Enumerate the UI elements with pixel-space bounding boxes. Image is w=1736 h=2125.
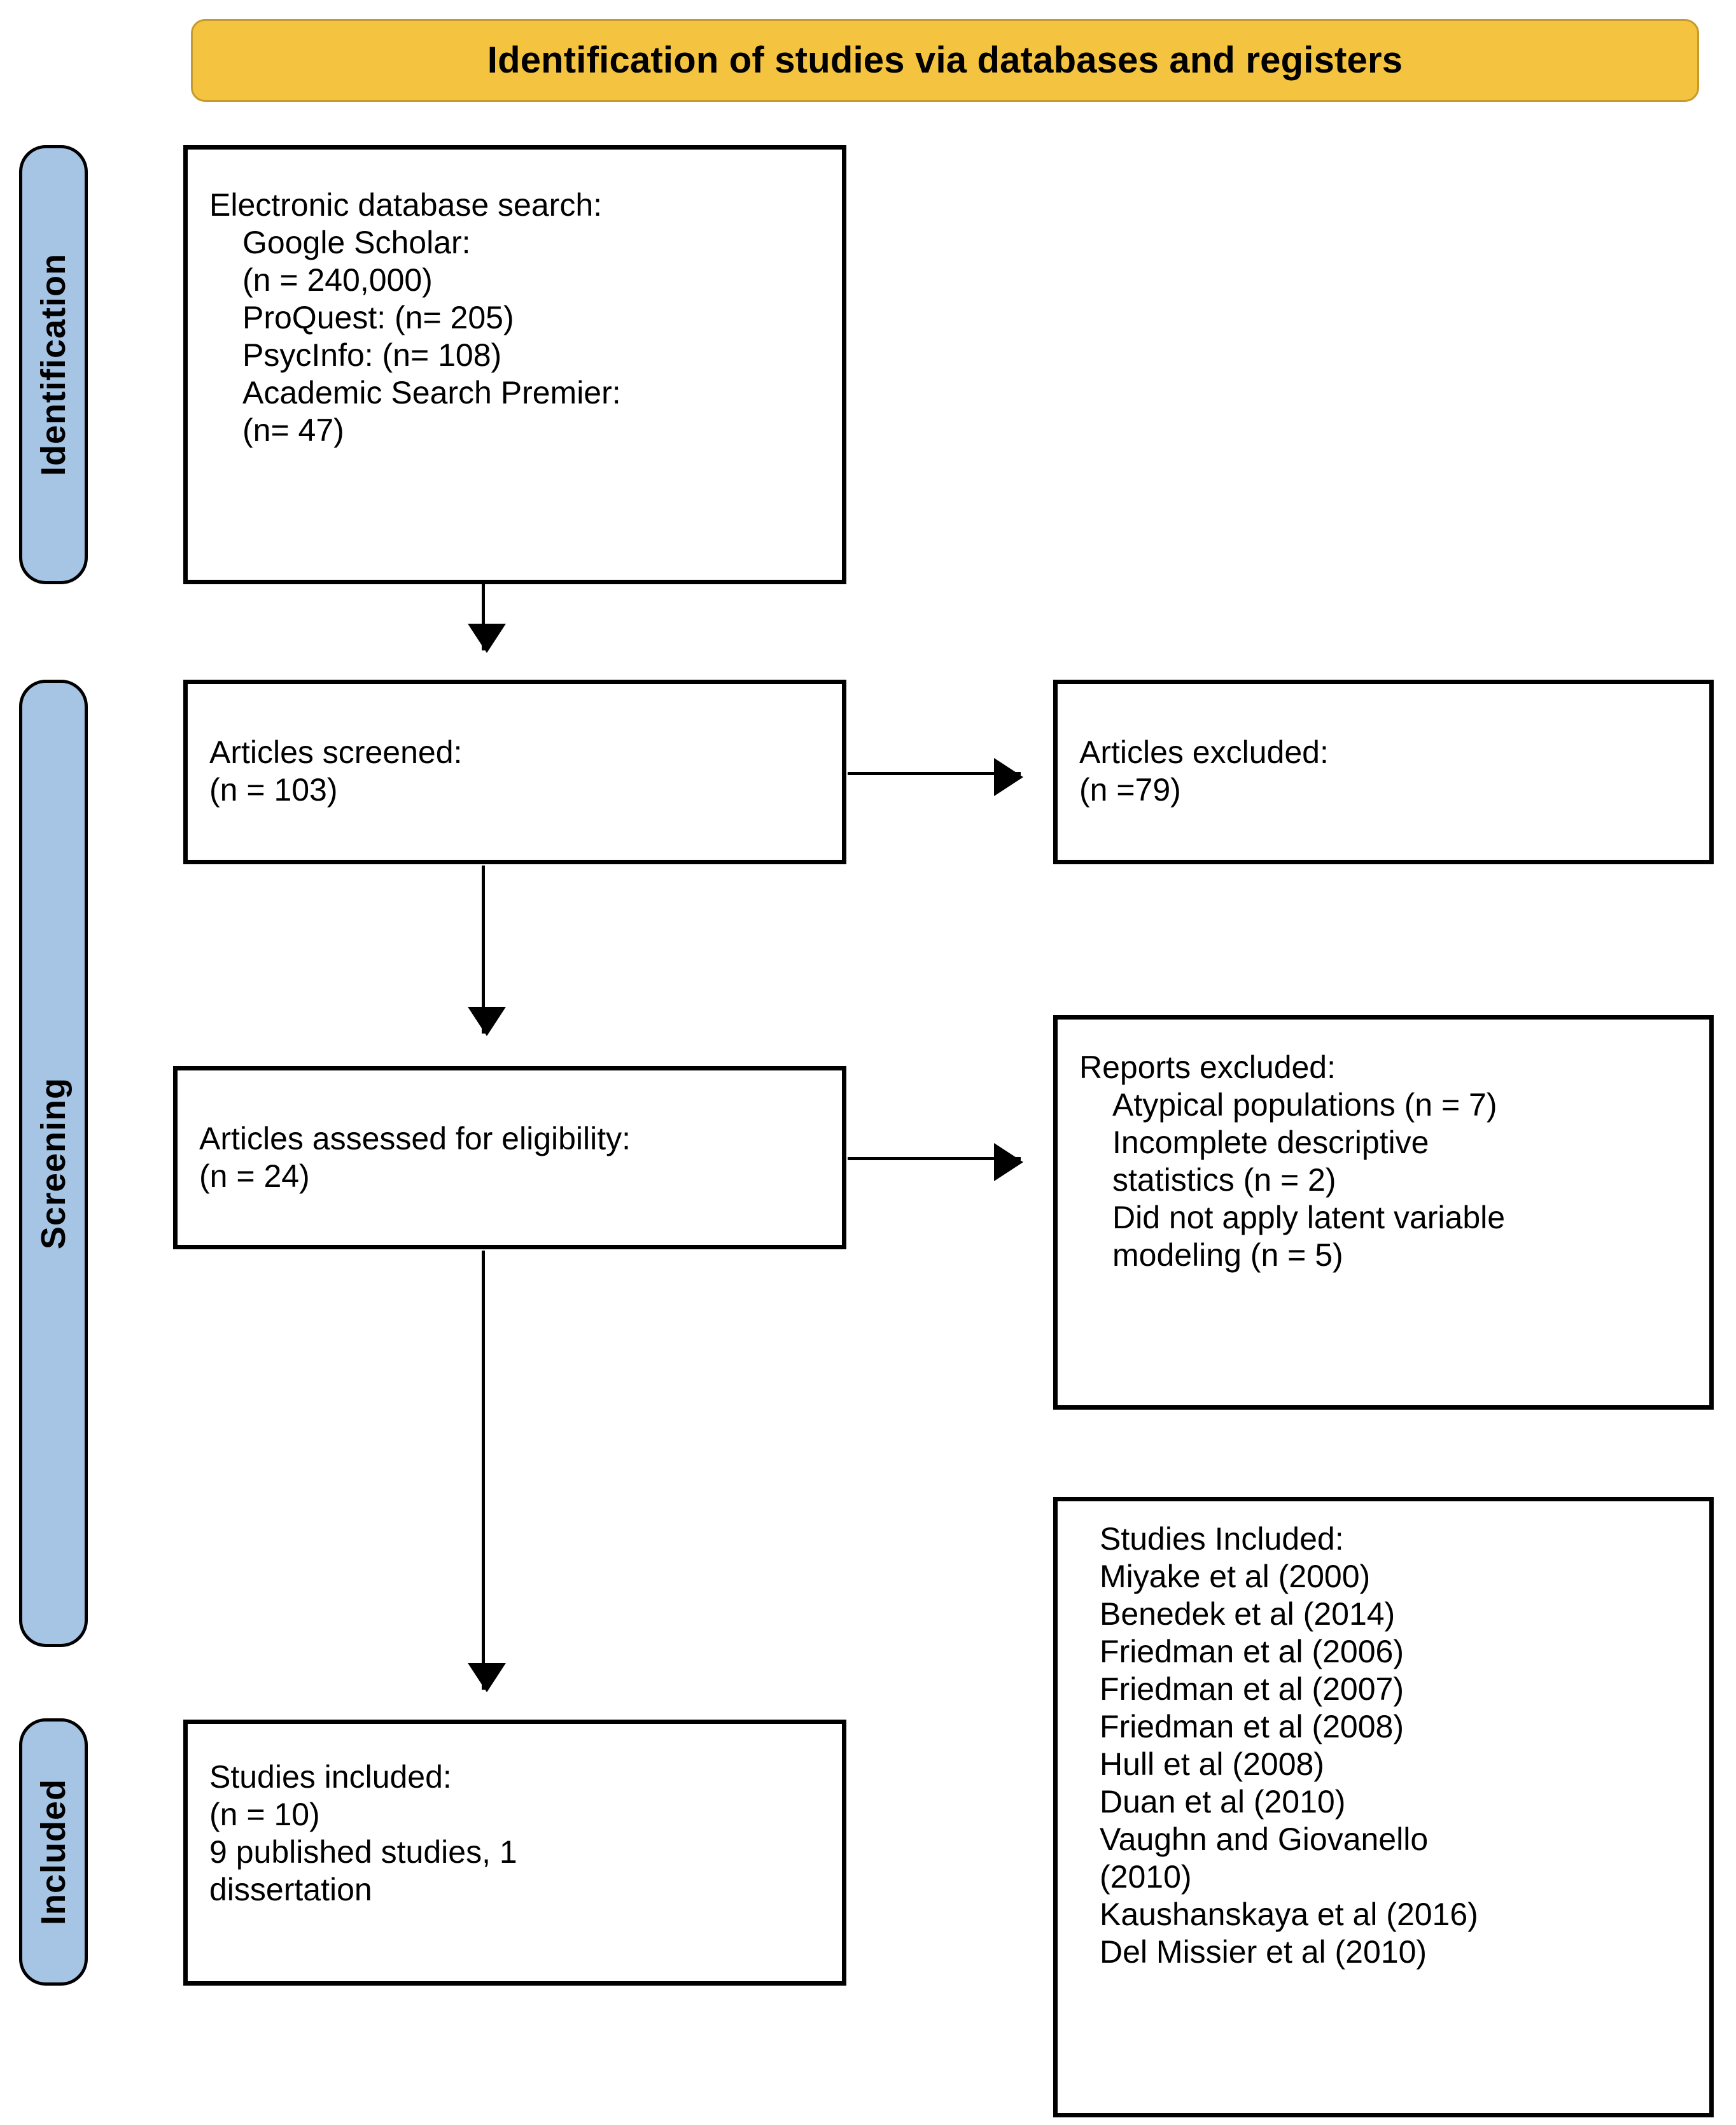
list-item: Friedman et al (2006)	[1100, 1634, 1404, 1669]
box-line: (n = 10)	[209, 1797, 320, 1832]
box-line: Articles screened:	[209, 734, 463, 770]
box-line: modeling (n = 5)	[1112, 1237, 1343, 1273]
list-item: Friedman et al (2008)	[1100, 1709, 1404, 1744]
arrow-screened-to-excluded	[848, 758, 1023, 796]
arrow-eligibility-to-reports-excluded	[848, 1143, 1023, 1181]
header-banner: Identification of studies via databases …	[191, 19, 1699, 102]
box-line: ProQuest: (n= 205)	[242, 300, 514, 335]
box-line: Google Scholar:	[242, 225, 471, 260]
page-title: Identification of studies via databases …	[487, 39, 1403, 81]
box-electronic-database-search: Electronic database search: Google Schol…	[183, 145, 846, 584]
box-line: dissertation	[209, 1872, 372, 1907]
stage-label-identification: Identification	[19, 145, 88, 584]
stage-label-included-text: Included	[34, 1778, 73, 1925]
box-line: Electronic database search:	[209, 187, 603, 223]
box-line: Did not apply latent variable	[1112, 1200, 1506, 1235]
arrow-search-to-screened	[468, 584, 506, 653]
list-item: Hull et al (2008)	[1100, 1746, 1324, 1782]
box-line: (n = 103)	[209, 772, 338, 808]
box-line: Academic Search Premier:	[242, 375, 621, 410]
box-articles-assessed-for-eligibility: Articles assessed for eligibility: (n = …	[173, 1066, 846, 1249]
box-line: (n = 24)	[199, 1158, 310, 1194]
box-line: PsycInfo: (n= 108)	[242, 337, 502, 373]
stage-label-screening-text: Screening	[34, 1077, 73, 1250]
list-item: Del Missier et al (2010)	[1100, 1934, 1427, 1970]
box-line: Studies included:	[209, 1759, 452, 1795]
box-studies-included-list: Studies Included: Miyake et al (2000) Be…	[1053, 1497, 1714, 2117]
arrow-screened-to-eligibility	[468, 866, 506, 1036]
list-item: Benedek et al (2014)	[1100, 1596, 1396, 1632]
box-studies-included-summary: Studies included: (n = 10) 9 published s…	[183, 1720, 846, 1986]
box-line: Articles excluded:	[1079, 734, 1329, 770]
list-item: (2010)	[1100, 1859, 1192, 1895]
box-articles-screened: Articles screened: (n = 103)	[183, 680, 846, 864]
stage-label-screening: Screening	[19, 680, 88, 1647]
box-line: (n =79)	[1079, 772, 1181, 808]
box-line: (n= 47)	[242, 412, 344, 448]
box-line: statistics (n = 2)	[1112, 1162, 1336, 1198]
box-line: (n = 240,000)	[242, 262, 433, 298]
box-line: 9 published studies, 1	[209, 1834, 517, 1870]
list-item: Friedman et al (2007)	[1100, 1671, 1404, 1707]
box-articles-excluded: Articles excluded: (n =79)	[1053, 680, 1714, 864]
stage-label-identification-text: Identification	[34, 253, 73, 476]
studies-list-heading: Studies Included:	[1100, 1521, 1344, 1557]
box-line: Atypical populations (n = 7)	[1112, 1087, 1497, 1123]
list-item: Miyake et al (2000)	[1100, 1559, 1371, 1594]
box-line: Reports excluded:	[1079, 1049, 1336, 1085]
box-line: Incomplete descriptive	[1112, 1125, 1429, 1160]
arrow-eligibility-to-included	[468, 1251, 506, 1692]
box-reports-excluded: Reports excluded: Atypical populations (…	[1053, 1015, 1714, 1410]
list-item: Vaughn and Giovanello	[1100, 1821, 1429, 1857]
stage-label-included: Included	[19, 1718, 88, 1986]
list-item: Kaushanskaya et al (2016)	[1100, 1897, 1478, 1932]
box-line: Articles assessed for eligibility:	[199, 1121, 631, 1156]
list-item: Duan et al (2010)	[1100, 1784, 1346, 1820]
